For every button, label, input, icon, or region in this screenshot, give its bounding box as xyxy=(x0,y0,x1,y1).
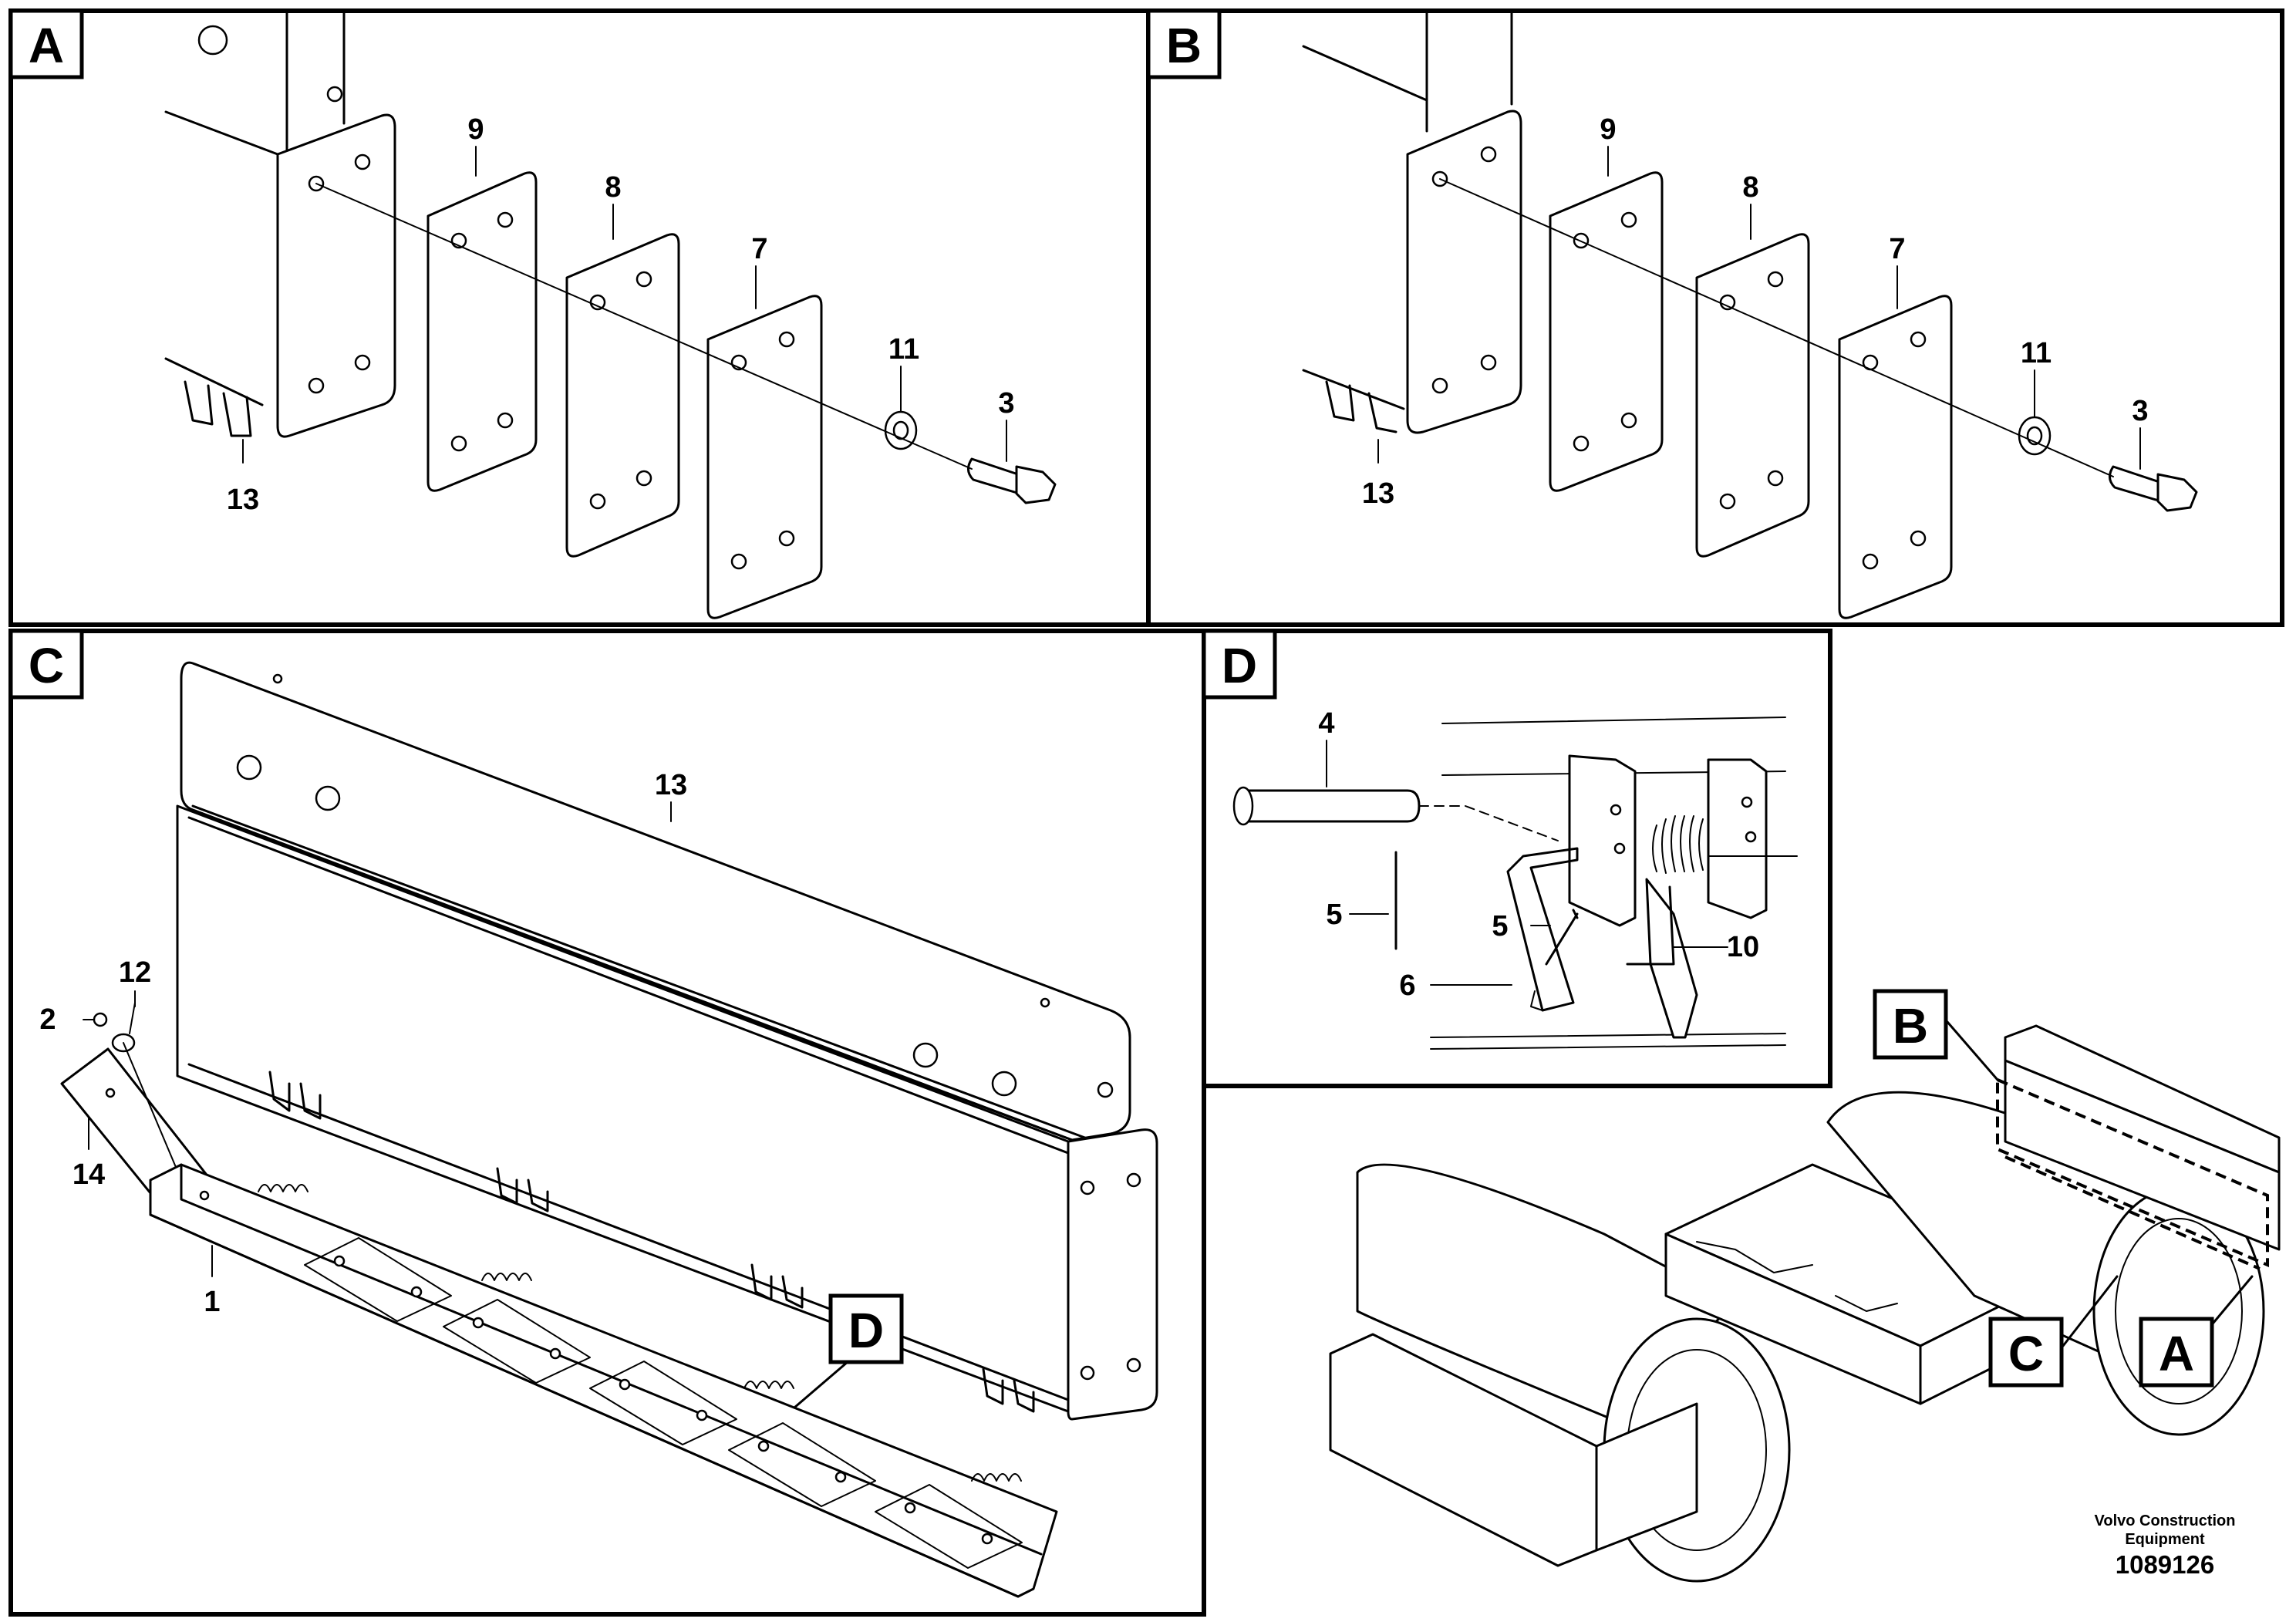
svg-text:B: B xyxy=(1893,998,1928,1054)
callout-a-8: 8 xyxy=(605,171,621,204)
callout-b-7: 7 xyxy=(1889,233,1905,265)
panel-a-drawing xyxy=(164,9,1057,619)
callout-b-11: 11 xyxy=(2021,337,2052,369)
svg-text:D: D xyxy=(848,1303,884,1358)
callout-d-6: 6 xyxy=(1399,969,1415,1002)
callout-b-3: 3 xyxy=(2132,395,2148,427)
callout-d-4: 4 xyxy=(1318,707,1334,740)
callout-a-3: 3 xyxy=(998,387,1014,420)
panel-d-frame xyxy=(1202,629,1832,1088)
svg-text:C: C xyxy=(29,638,64,693)
svg-text:A: A xyxy=(2159,1326,2194,1381)
overview-tag-b: B xyxy=(1873,989,1948,1060)
overview-tag-a: A xyxy=(2139,1317,2214,1388)
callout-a-9: 9 xyxy=(467,113,484,146)
svg-text:B: B xyxy=(1166,18,1202,73)
callout-c-12: 12 xyxy=(119,956,151,989)
panel-d-drawing xyxy=(1232,717,1798,1050)
callout-b-13: 13 xyxy=(1362,477,1394,510)
detail-d-tag: D xyxy=(828,1293,904,1364)
machine-overview xyxy=(1329,1020,2281,1583)
view-label-d: D xyxy=(1202,629,1277,700)
panel-b-frame xyxy=(1146,8,2284,627)
view-label-b: B xyxy=(1146,8,1222,79)
view-label-c: C xyxy=(8,629,84,700)
callout-a-11: 11 xyxy=(888,333,919,366)
panel-c-frame xyxy=(8,629,1206,1617)
panel-c-drawing xyxy=(60,661,1158,1598)
callout-b-8: 8 xyxy=(1742,171,1758,204)
svg-text:C: C xyxy=(2008,1326,2044,1381)
overview-tag-c: C xyxy=(1988,1317,2064,1388)
callout-d-5b: 5 xyxy=(1492,910,1508,943)
drawing-number: 1089126 xyxy=(2116,1550,2214,1579)
callout-a-13: 13 xyxy=(227,484,259,516)
callout-c-14: 14 xyxy=(72,1158,105,1191)
svg-text:A: A xyxy=(29,18,64,73)
callout-c-13: 13 xyxy=(655,769,687,801)
callout-c-1: 1 xyxy=(204,1286,220,1318)
callout-d-5a: 5 xyxy=(1326,899,1342,931)
company-name-line1: Volvo Construction xyxy=(2095,1512,2236,1529)
svg-text:D: D xyxy=(1222,638,1257,693)
callout-b-9: 9 xyxy=(1600,113,1616,146)
view-label-a: A xyxy=(8,8,84,79)
company-name-line2: Equipment xyxy=(2125,1531,2205,1548)
panel-b-drawing xyxy=(1302,9,2198,619)
callout-d-10: 10 xyxy=(1727,931,1759,963)
callout-c-2: 2 xyxy=(39,1003,56,1036)
callout-a-7: 7 xyxy=(751,233,767,265)
